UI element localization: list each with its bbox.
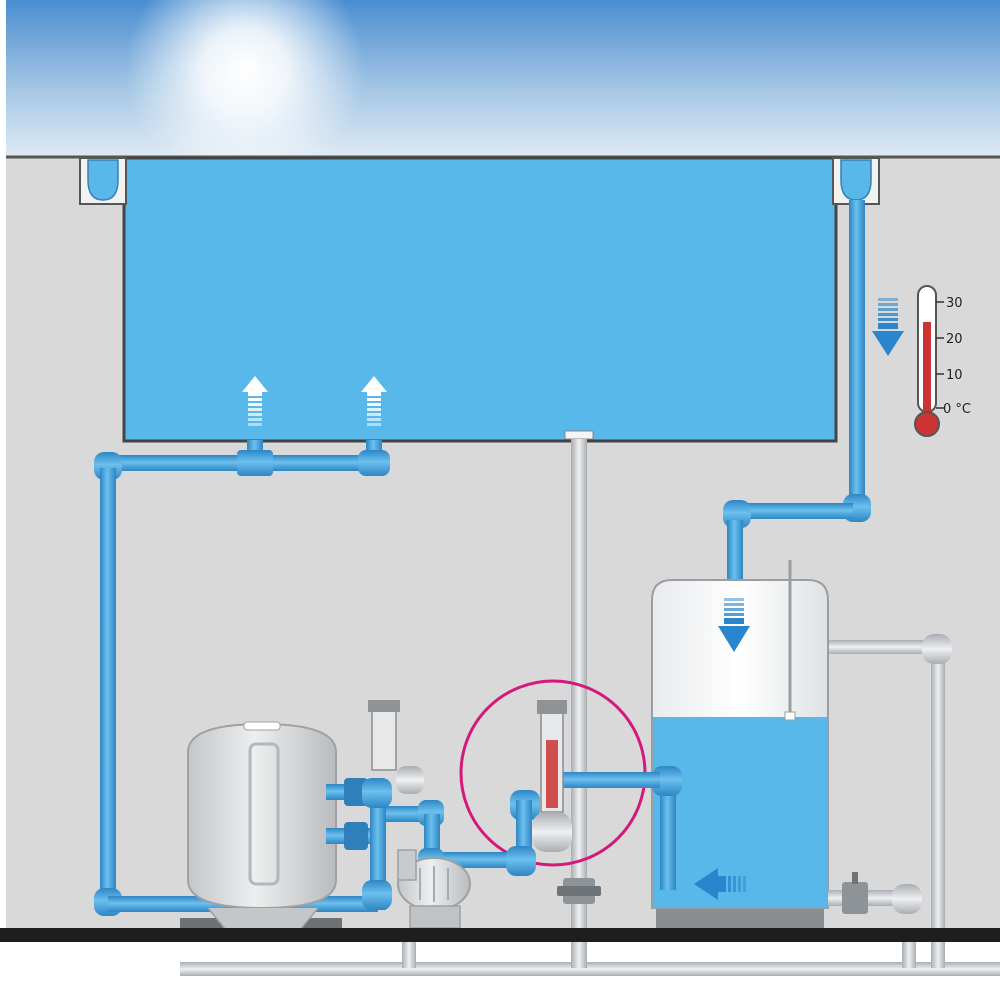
tank-water (653, 717, 827, 907)
thermometer-bulb (914, 411, 940, 437)
arrow-up-icon (361, 376, 387, 426)
pressure-gauge (371, 709, 397, 771)
elbow-fitting (396, 766, 424, 794)
arrow-down-icon (872, 298, 904, 356)
overflow-gutter-left (79, 157, 127, 205)
outlet-valve (842, 882, 868, 914)
arrow-left-icon (694, 868, 746, 900)
floor-slab (0, 928, 1000, 942)
sun (125, 0, 365, 190)
sand-filter (180, 721, 342, 931)
thermometer-tick-label: 30 (946, 296, 963, 311)
thermometer: 30 20 10 0 °C (914, 285, 971, 437)
circulation-pump (397, 849, 471, 929)
elbow-fitting (532, 812, 572, 852)
balance-tank (651, 560, 829, 930)
arrow-down-icon (718, 598, 750, 652)
main-drain (564, 430, 594, 440)
return-pipe (94, 440, 390, 916)
floor-return-pipe (180, 962, 1000, 976)
suction-pipe (430, 766, 682, 890)
pool (79, 156, 880, 443)
thermometer-tick-label: 0 °C (943, 402, 971, 417)
thermometer-tick-label: 10 (946, 368, 963, 383)
elbow-fitting (362, 778, 392, 808)
filter-connections (326, 700, 444, 910)
union-fitting (344, 778, 368, 806)
elbow-fitting (358, 450, 390, 476)
tee-fitting (237, 450, 273, 476)
thermometer-mercury (923, 322, 931, 418)
thermometer-tick-label: 20 (946, 332, 963, 347)
overflow-gutter-right (832, 157, 880, 205)
overflow-pipe (723, 200, 871, 582)
drain-pipe (557, 439, 601, 969)
elbow-fitting (892, 884, 922, 914)
tank-outlet (828, 872, 922, 914)
flow-valve (532, 700, 572, 852)
arrow-up-icon (242, 376, 268, 426)
elbow-fitting (362, 880, 392, 910)
pool-water (122, 156, 838, 443)
sky (6, 0, 1000, 190)
elbow-fitting (506, 846, 536, 876)
union-fitting (344, 822, 368, 850)
elbow-fitting (922, 634, 952, 664)
